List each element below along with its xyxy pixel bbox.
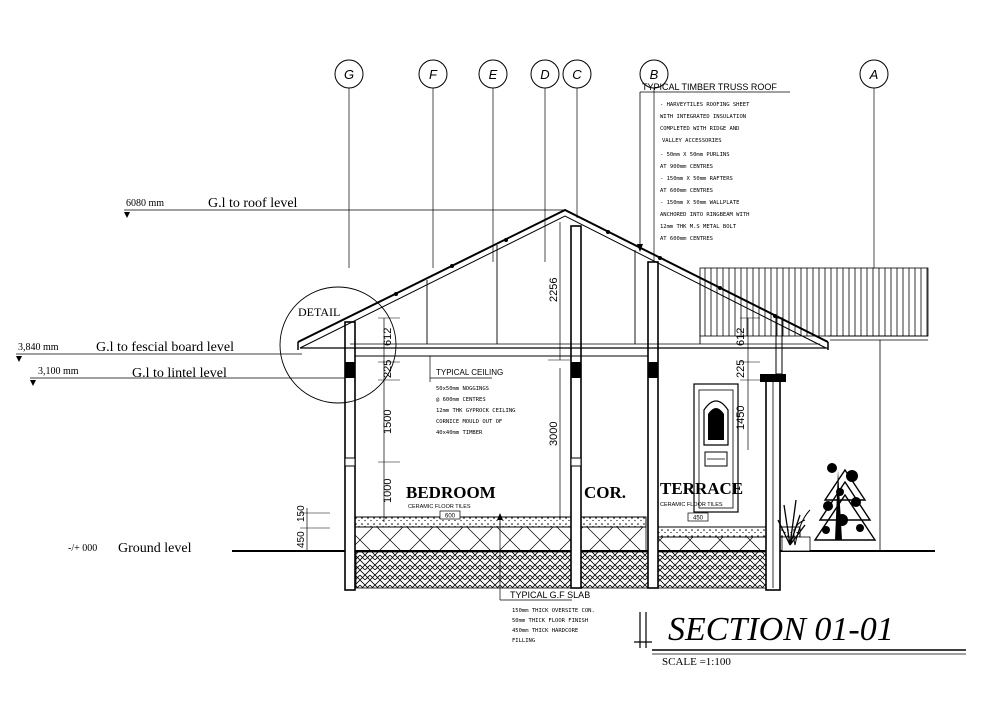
wall-c — [570, 225, 582, 589]
svg-text:G.l to fescial board level: G.l to fescial board level — [96, 340, 234, 355]
svg-text:3,100 mm: 3,100 mm — [38, 366, 79, 377]
drawing-scale: SCALE =1:100 — [662, 656, 731, 668]
note-truss-line: AT 600mm CENTRES — [660, 236, 713, 242]
grid-bubble-e: E — [478, 59, 508, 89]
door — [693, 383, 739, 513]
note-truss-line: COMPLETED WITH RIDGE AND — [660, 126, 739, 132]
level-ground: -/+ 000 Ground level — [68, 541, 192, 556]
room-terrace: TERRACE CERAMIC FLOOR TILES 450 — [660, 479, 743, 522]
note-ceiling-line: 12mm THK GYPROCK CEILING — [436, 408, 515, 414]
svg-text:1500: 1500 — [382, 410, 394, 434]
grid-bubble-g: G — [334, 59, 364, 89]
note-truss-title: TYPICAL TIMBER TRUSS ROOF — [642, 82, 777, 92]
svg-text:CERAMIC FLOOR TILES: CERAMIC FLOOR TILES — [408, 504, 471, 510]
svg-text:C: C — [572, 67, 582, 82]
note-truss-line: WITH INTEGRATED INSULATION — [660, 114, 746, 120]
svg-text:225: 225 — [735, 360, 747, 378]
room-bedroom: BEDROOM CERAMIC FLOOR TILES 600 — [406, 483, 496, 520]
room-corridor: COR. — [584, 483, 626, 502]
dimensions-right: 612 225 1450 — [735, 317, 760, 450]
note-truss-line: VALLEY ACCESSORIES — [662, 138, 722, 144]
svg-text:450: 450 — [296, 531, 307, 548]
svg-text:G: G — [344, 67, 354, 82]
svg-text:225: 225 — [382, 360, 394, 378]
grid-bubble-d: D — [530, 59, 560, 89]
note-ceiling-line: 50x50mm NOGGINGS — [436, 386, 489, 392]
svg-text:G.l to lintel level: G.l to lintel level — [132, 366, 227, 381]
hardcore-fill — [345, 526, 647, 552]
drawing-title: SECTION 01-01 — [668, 611, 894, 648]
svg-text:612: 612 — [382, 328, 394, 346]
svg-text:Ground level: Ground level — [118, 541, 192, 556]
svg-text:A: A — [869, 67, 879, 82]
svg-text:1000: 1000 — [382, 479, 394, 503]
grid-bubble-b: B — [639, 59, 669, 89]
foundation-soil — [355, 551, 777, 589]
svg-text:600: 600 — [445, 514, 456, 520]
svg-text:612: 612 — [735, 328, 747, 346]
detail-callout: DETAIL — [279, 286, 397, 404]
level-fascia: 3,840 mm G.l to fescial board level — [16, 340, 302, 362]
svg-text:D: D — [540, 67, 549, 82]
dimensions-center: 2256 3000 — [548, 222, 570, 520]
note-slab-line: FILLING — [512, 638, 535, 644]
svg-text:B: B — [650, 67, 659, 82]
note-truss-line: ANCHORED INTO RINGBEAM WITH — [660, 212, 749, 218]
grid-bubble-a: A — [859, 59, 889, 89]
dimensions-ground: 150 450 — [296, 505, 330, 552]
wall-cladding — [699, 267, 929, 551]
svg-text:DETAIL: DETAIL — [298, 305, 340, 319]
note-slab-title: TYPICAL G.F SLAB — [510, 590, 590, 600]
note-slab-leader — [497, 513, 572, 601]
svg-text:-/+ 000: -/+ 000 — [68, 543, 97, 554]
svg-text:F: F — [429, 67, 438, 82]
note-ceiling-line: 40x40mm TIMBER — [436, 430, 483, 436]
note-ceiling-leader — [429, 356, 492, 382]
svg-text:E: E — [489, 67, 498, 82]
note-slab-line: 450mm THICK HARDCORE — [512, 628, 578, 634]
svg-text:450: 450 — [693, 516, 704, 522]
level-lintel: 3,100 mm G.l to lintel level — [30, 366, 347, 386]
svg-text:1450: 1450 — [735, 406, 747, 430]
svg-text:2256: 2256 — [548, 278, 560, 302]
svg-text:3000: 3000 — [548, 422, 560, 446]
note-ceiling-line: @ 600mm CENTRES — [436, 397, 486, 403]
note-truss-line: - 150mm X 50mm WALLPLATE — [660, 200, 739, 206]
svg-text:TERRACE: TERRACE — [660, 479, 743, 498]
note-truss-line: - HARVEYTILES ROOFING SHEET — [660, 102, 750, 108]
grid-lines — [348, 88, 875, 268]
grid-bubble-c: C — [562, 59, 592, 89]
shrub-plants — [777, 463, 877, 546]
svg-text:CERAMIC FLOOR TILES: CERAMIC FLOOR TILES — [660, 502, 723, 508]
svg-text:BEDROOM: BEDROOM — [406, 483, 496, 502]
note-truss-line: AT 600mm CENTRES — [660, 188, 713, 194]
note-slab-line: 150mm THICK OVERSITE CON. — [512, 608, 595, 614]
terrace-column — [760, 317, 786, 591]
note-truss-line: - 150mm X 50mm RAFTERS — [660, 176, 733, 182]
wall-left — [344, 321, 356, 591]
note-ceiling-title: TYPICAL CEILING — [436, 368, 503, 377]
note-truss-line: AT 900mm CENTRES — [660, 164, 713, 170]
svg-text:G.l to roof level: G.l to roof level — [208, 196, 298, 211]
note-truss-line: - 50mm X 50mm PURLINS — [660, 152, 730, 158]
note-truss-line: 12mm THK M.S METAL BOLT — [660, 224, 737, 230]
level-roof: 6080 mm G.l to roof level — [124, 196, 565, 218]
note-truss-leader — [637, 91, 790, 252]
title-block: SECTION 01-01 SCALE =1:100 — [634, 611, 966, 668]
svg-text:6080 mm: 6080 mm — [126, 198, 164, 209]
grid-bubble-f: F — [418, 59, 448, 89]
dimensions-left: 612 225 1500 1000 — [378, 317, 400, 522]
svg-text:150: 150 — [296, 505, 307, 522]
note-slab-line: 50mm THICK FLOOR FINISH — [512, 618, 588, 624]
wall-b — [647, 261, 659, 589]
svg-text:3,840 mm: 3,840 mm — [18, 342, 59, 353]
svg-text:COR.: COR. — [584, 483, 626, 502]
note-ceiling-line: CORNICE MOULD OUT OF — [436, 419, 502, 425]
